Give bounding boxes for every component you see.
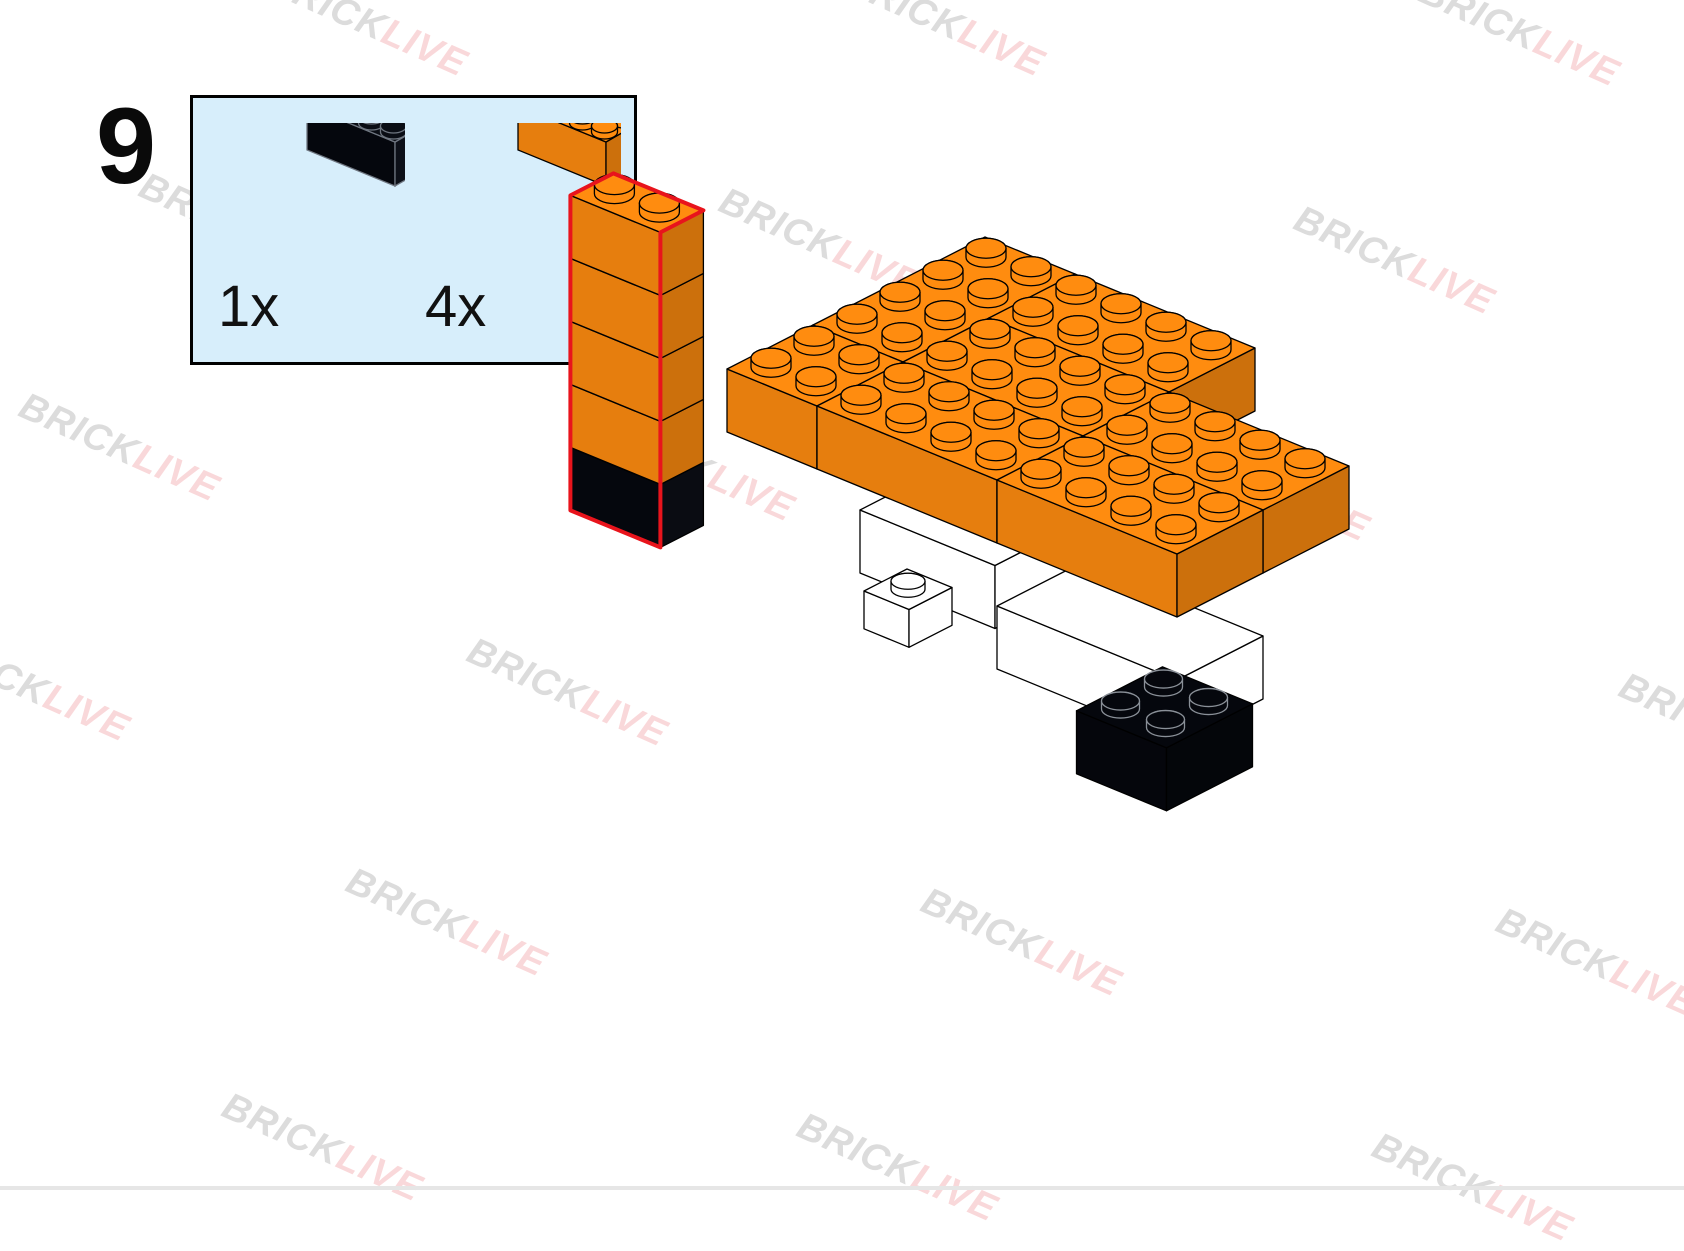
stud	[1100, 691, 1141, 719]
stud	[1108, 455, 1150, 486]
stud	[1198, 492, 1240, 523]
stud	[881, 322, 923, 353]
stud	[793, 325, 835, 356]
part-black-brick-2x4	[306, 123, 405, 188]
parts-callout: 1x 4x	[190, 95, 637, 365]
stud	[928, 381, 970, 412]
stud	[973, 399, 1015, 430]
stud	[638, 192, 681, 223]
stud	[1020, 458, 1062, 489]
stud	[1010, 256, 1052, 287]
stud	[1057, 315, 1099, 346]
stud	[1014, 337, 1056, 368]
new-part-highlight	[568, 171, 706, 550]
part-quantity-orange: 4x	[425, 274, 487, 339]
stud	[1194, 411, 1236, 442]
stud	[930, 421, 972, 452]
stud	[379, 123, 405, 140]
stud	[1190, 330, 1232, 361]
stud	[1104, 374, 1146, 405]
stud	[1110, 495, 1152, 526]
stud	[1149, 392, 1191, 423]
brick-side-face	[394, 135, 405, 188]
stud	[838, 344, 880, 375]
stud	[924, 300, 966, 331]
stud	[975, 440, 1017, 471]
page-bottom-rule	[0, 1186, 1684, 1190]
stud	[1155, 514, 1197, 545]
stud	[1061, 396, 1103, 427]
stud	[1055, 274, 1097, 305]
stud	[1145, 709, 1186, 738]
stud	[1143, 669, 1184, 697]
stud	[971, 359, 1013, 390]
stud	[1012, 296, 1054, 327]
part-quantity-black: 1x	[218, 274, 280, 339]
stud	[1153, 473, 1195, 504]
brick-black-low	[1075, 666, 1254, 812]
stud	[1065, 477, 1107, 508]
stud	[922, 259, 964, 290]
stud	[1063, 436, 1105, 467]
stud	[965, 237, 1007, 268]
stud	[926, 340, 968, 371]
stud	[890, 572, 926, 598]
step-number: 9	[96, 85, 157, 206]
stud	[885, 403, 927, 434]
stud	[1106, 414, 1148, 445]
brick-black-2x4	[306, 123, 405, 188]
stud	[1018, 418, 1060, 449]
stud	[1059, 355, 1101, 386]
stud	[1284, 448, 1326, 479]
stud	[568, 123, 597, 131]
stud	[1241, 470, 1283, 501]
stud	[750, 347, 792, 378]
stud	[967, 278, 1009, 309]
stud	[795, 366, 837, 397]
stud	[357, 123, 386, 131]
stud	[1147, 352, 1189, 383]
stud	[1145, 311, 1187, 342]
brick-white-stud	[863, 568, 953, 648]
stud	[1151, 433, 1193, 464]
stud	[1102, 333, 1144, 364]
stud	[1188, 687, 1229, 716]
stud	[1100, 293, 1142, 324]
stud	[879, 281, 921, 312]
stud	[969, 318, 1011, 349]
stud	[883, 362, 925, 393]
brick-orange-top-g	[996, 435, 1264, 618]
stud	[1016, 377, 1058, 408]
stud	[1196, 451, 1238, 482]
model-assembly	[568, 171, 1350, 812]
new-brick-column	[568, 171, 706, 550]
stud	[836, 303, 878, 334]
stud	[590, 123, 619, 140]
stud	[1239, 429, 1281, 460]
stud	[840, 384, 882, 415]
